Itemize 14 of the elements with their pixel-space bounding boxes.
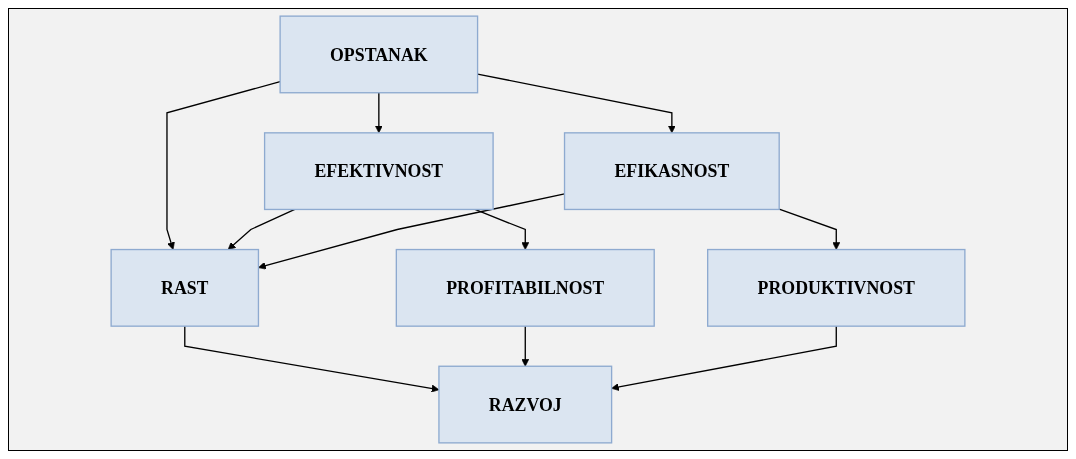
node-box: OPSTANAK — [279, 15, 479, 94]
node-box: EFIKASNOST — [563, 132, 780, 211]
arrow — [374, 92, 383, 134]
arrow — [166, 80, 281, 250]
node-box: RAST — [110, 248, 260, 327]
arrow — [778, 208, 841, 250]
arrow — [521, 325, 530, 367]
arrow — [611, 325, 837, 391]
node-box: PRODUKTIVNOST — [707, 248, 966, 327]
arrow — [227, 208, 296, 250]
node-box: RAZVOJ — [438, 365, 613, 444]
arrow — [474, 208, 530, 250]
node-box: PROFITABILNOST — [395, 248, 655, 327]
node-box: EFEKTIVNOST — [263, 132, 494, 211]
